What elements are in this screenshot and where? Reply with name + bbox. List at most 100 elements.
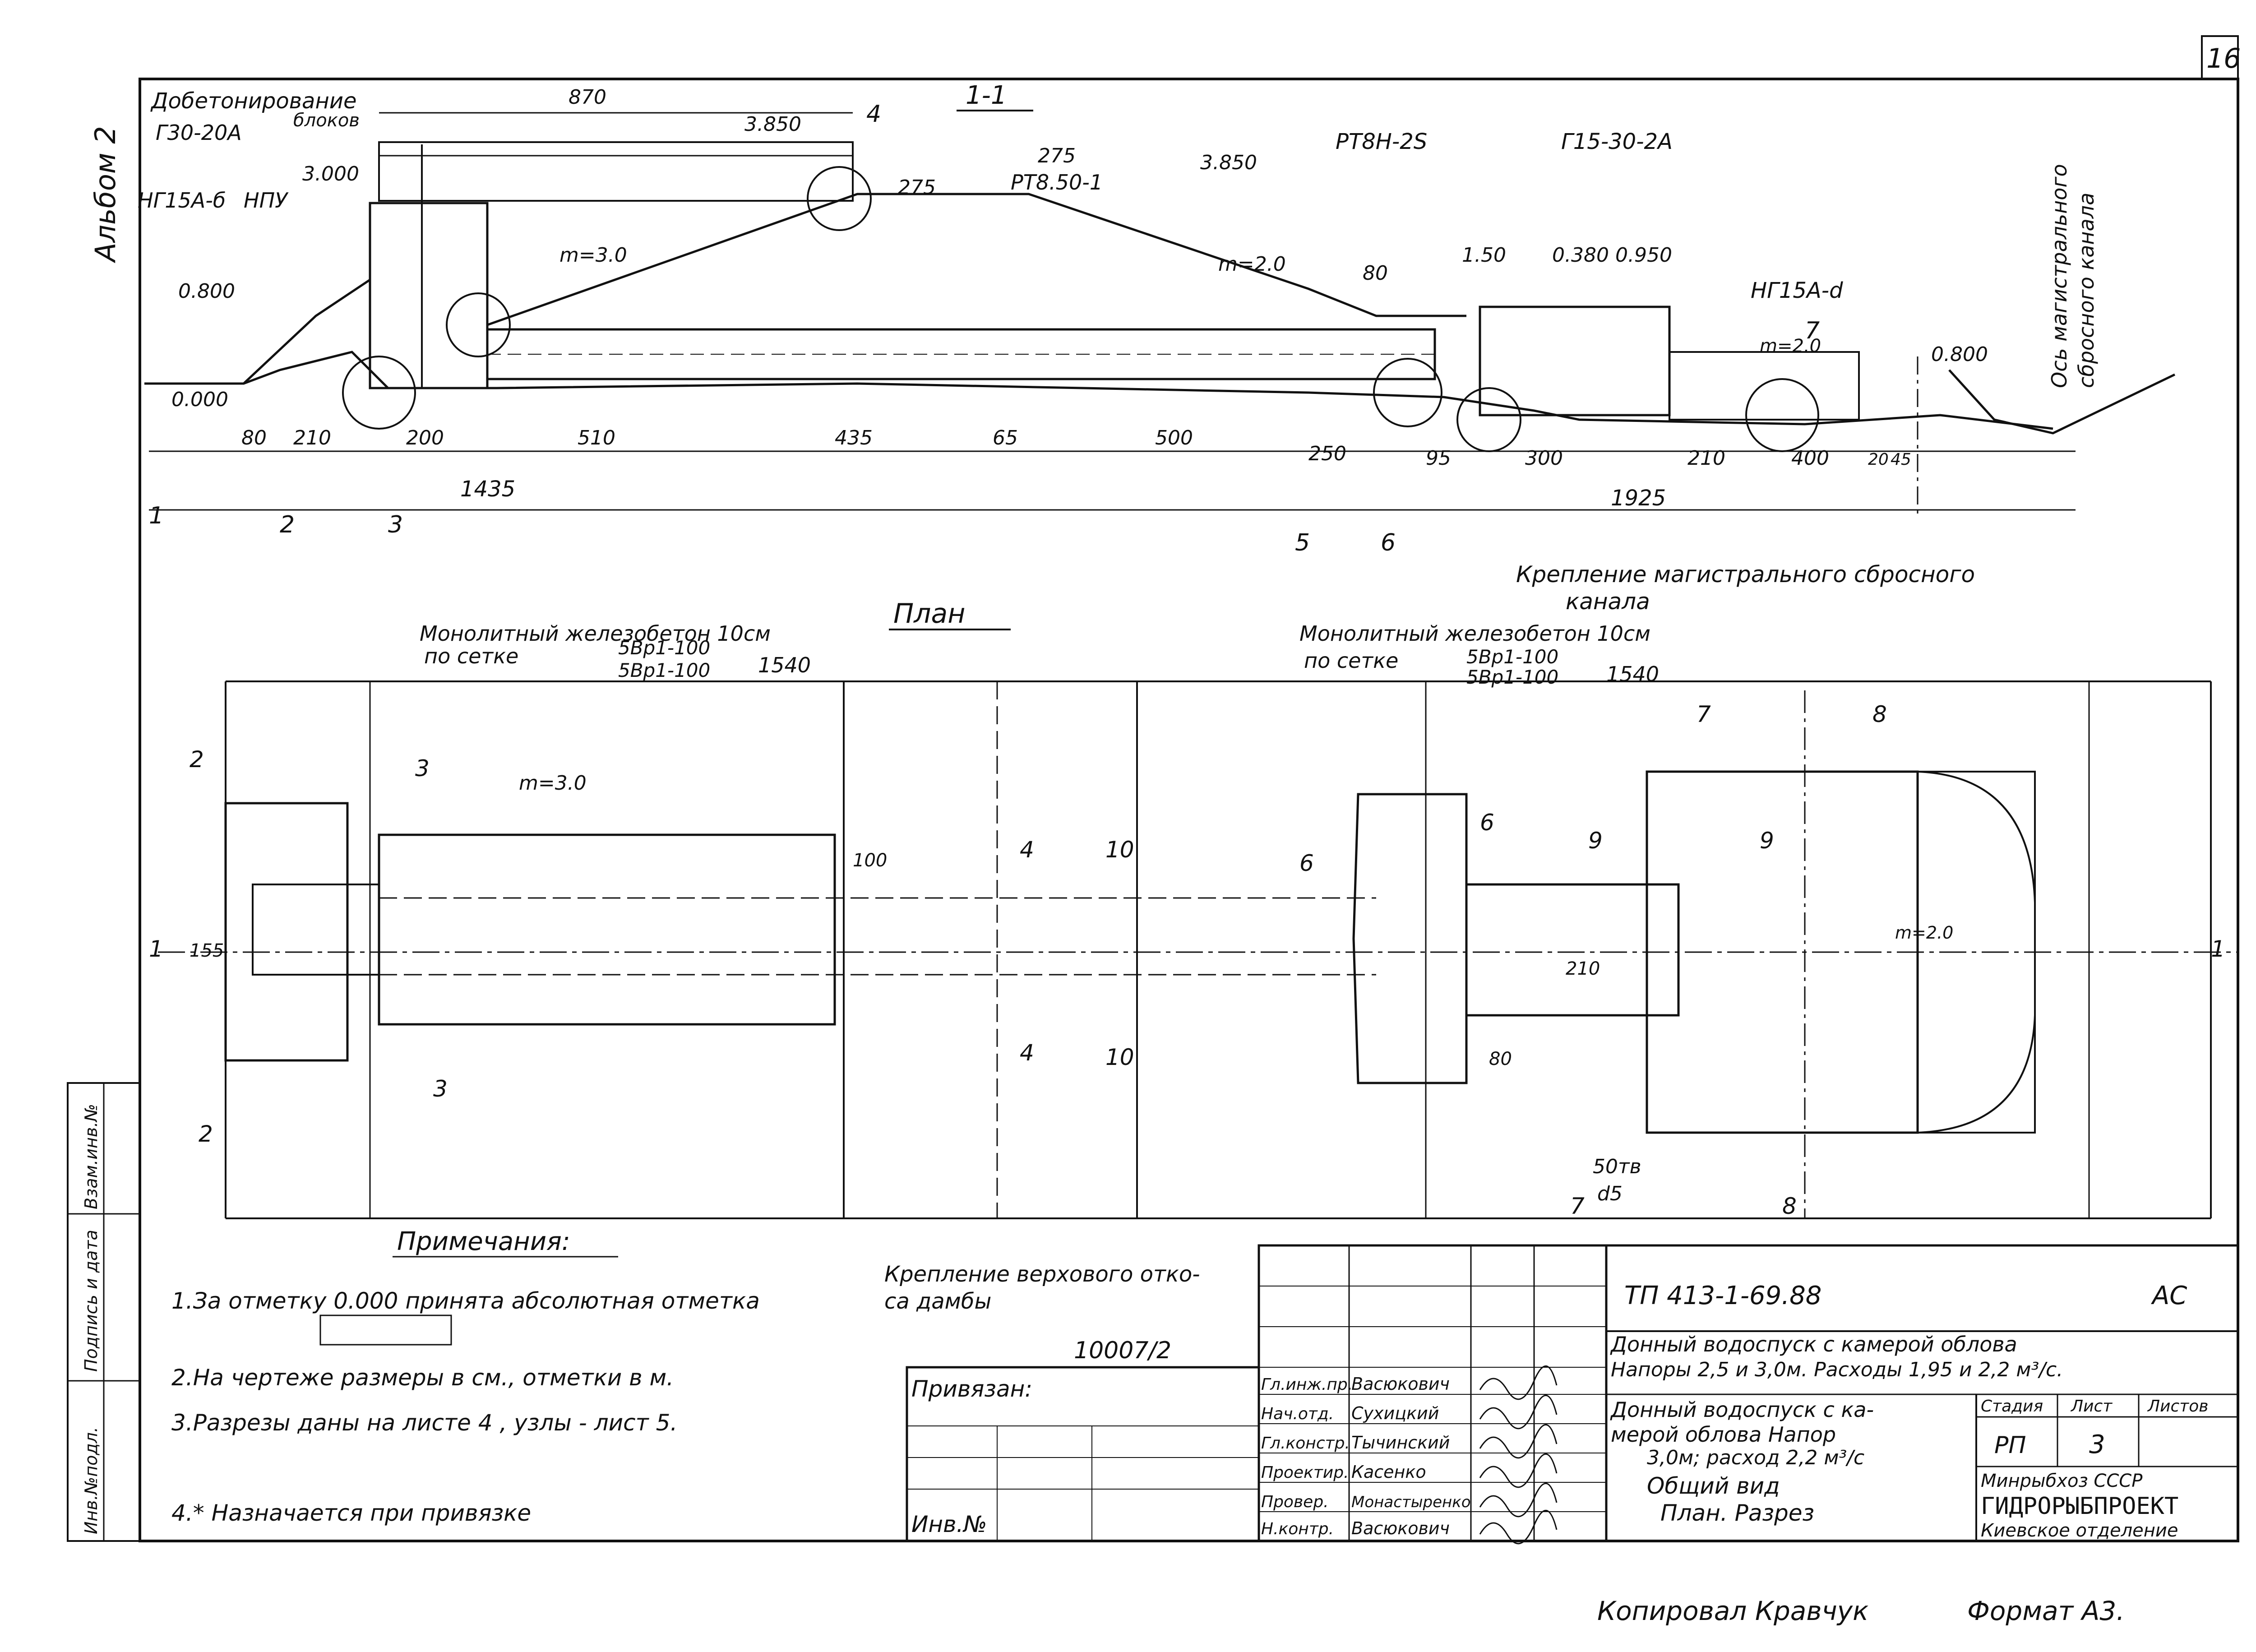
elevation: 3.850: [744, 113, 801, 136]
elevation: 3.000: [302, 162, 359, 185]
plan-note-right-2: по сетке: [1304, 648, 1398, 673]
plan-dim: 210: [1566, 958, 1600, 979]
section-mark: 4: [1020, 837, 1034, 863]
signatures: [1479, 1365, 1558, 1545]
plan-mesh-length: 1540: [758, 653, 811, 677]
dim-label: 200: [406, 426, 444, 449]
plan-mesh: 5Вр1-100: [1466, 666, 1558, 688]
elevation: 0.000: [171, 388, 228, 411]
label-axis-canal-1: Ось магистрального: [2047, 164, 2071, 388]
tb-doc-number: 10007/2: [1074, 1337, 1171, 1364]
tb-name: Васюкович: [1351, 1518, 1450, 1538]
section-mark: 7: [1697, 701, 1711, 727]
elevation: 1.50: [1462, 244, 1506, 267]
tb-name: Касенко: [1351, 1462, 1426, 1482]
tb-name: Васюкович: [1351, 1374, 1450, 1394]
section-mark: 10: [1105, 837, 1134, 863]
callout-number: 6: [1381, 529, 1396, 556]
section-mark: 10: [1105, 1044, 1134, 1070]
tb-org-2: ГИДРОРЫБПРОЕКТ: [1981, 1493, 2178, 1520]
elevation: 3.850: [1200, 151, 1257, 174]
section-mark: 6: [1299, 850, 1314, 876]
notes-title: Примечания:: [397, 1227, 570, 1256]
section-mark: 4: [1020, 1040, 1034, 1066]
dim-total: 1435: [460, 477, 515, 502]
elevation: 0.380: [1552, 244, 1609, 267]
label-pt850: РТ8.50-1: [1011, 170, 1103, 194]
service-bridge: [378, 141, 854, 202]
section-mark: 9: [1760, 828, 1774, 854]
plan-title: План: [893, 598, 965, 629]
tb-name: Тычинский: [1351, 1433, 1450, 1453]
tb-mark: АС: [2151, 1281, 2187, 1310]
plan-dim: 50тв: [1593, 1155, 1641, 1178]
page-number: 16: [2206, 43, 2241, 74]
label-nf15a: НГ15А-б: [138, 188, 226, 213]
label-ng15ad: НГ15А-d: [1751, 278, 1843, 303]
album-label: Альбом 2: [89, 126, 122, 264]
inlet-tower: [369, 202, 489, 389]
tb-role: Гл.констр.: [1261, 1434, 1350, 1453]
tb-role: Нач.отд.: [1261, 1405, 1334, 1423]
tb-privyazan: Привязан:: [911, 1376, 1032, 1402]
tb-view-2: План. Разрез: [1660, 1500, 1814, 1526]
tb-role: Проектир.: [1261, 1463, 1349, 1482]
title-block: [906, 1244, 2239, 1542]
slope-label: m=3.0: [559, 244, 627, 267]
page-number-box: [2201, 35, 2239, 80]
copied-by: Копировал Кравчук: [1597, 1596, 1868, 1626]
tb-role: Гл.инж.пр.: [1261, 1375, 1353, 1394]
tb-sheet-title-2: мерой облова Напор: [1611, 1422, 1836, 1447]
sheet-frame: [139, 78, 2239, 1542]
stamp-replace: Взам.инв.№: [81, 1104, 101, 1209]
dim-label: 80: [1363, 262, 1388, 285]
elevation-blank: [319, 1314, 452, 1346]
section-title: 1-1: [966, 81, 1007, 110]
plan-dim: 80: [1489, 1049, 1512, 1069]
tb-stage-header: Стадия: [1981, 1397, 2043, 1416]
plan-mesh: 5Вр1-100: [618, 637, 710, 659]
dim-label: 435: [835, 426, 873, 449]
upstream-note-2: са дамбы: [884, 1289, 991, 1314]
plan-view: План: [158, 598, 2238, 1219]
plan-inlet: [224, 802, 349, 1062]
dim-label: 80: [241, 426, 267, 449]
callout-number: 7: [1805, 317, 1820, 344]
label-npu: НПУ: [244, 188, 289, 213]
fish-chamber: [1479, 305, 1671, 416]
note-item: 4.* Назначается при привязке: [171, 1500, 531, 1526]
label-blokov: блоков: [293, 110, 360, 131]
tb-sheet-header: Лист: [2070, 1397, 2113, 1416]
tb-name: Сухицкий: [1351, 1403, 1439, 1423]
section-mark: 9: [1588, 828, 1603, 854]
callout-number: 5: [1295, 529, 1310, 556]
dim-label: 20: [1868, 450, 1889, 469]
plan-slope: m=3.0: [519, 772, 587, 795]
plan-note-left-1: Монолитный железобетон 10см: [420, 621, 771, 646]
elevation: 0.800: [1931, 343, 1988, 366]
dim-label: 870: [569, 86, 606, 109]
plan-mesh: 5Вр1-100: [1466, 646, 1558, 668]
section-mark: 2: [199, 1121, 213, 1147]
dim-label: 275: [898, 176, 936, 199]
tb-code: ТП 413-1-69.88: [1624, 1281, 1821, 1310]
dim-label: 400: [1791, 447, 1829, 470]
callout-number: 4: [866, 101, 881, 128]
dim-total: 1925: [1611, 486, 1666, 511]
tb-role: Н.контр.: [1261, 1520, 1334, 1538]
upstream-note-1: Крепление верхового отко-: [884, 1262, 1200, 1287]
plan-apron: [378, 833, 836, 1026]
note-item: 2.На чертеже размеры в см., отметки в м.: [171, 1365, 674, 1391]
dim-label: 500: [1155, 426, 1193, 449]
elevation: 0.950: [1615, 244, 1672, 267]
dim-label: 250: [1308, 442, 1346, 465]
elevation: 0.800: [178, 280, 235, 303]
plan-mesh: 5Вр1-100: [618, 659, 710, 681]
tb-sheet-title-1: Донный водоспуск с ка-: [1610, 1397, 1874, 1422]
label-dobetonirovanie: Добетонирование: [150, 88, 357, 114]
canal-note-1: Крепление магистрального сбросного: [1516, 561, 1975, 588]
tb-view-1: Общий вид: [1647, 1473, 1780, 1499]
canal-note-2: канала: [1566, 588, 1650, 615]
stamp-inv: Инв.№подл.: [81, 1427, 101, 1534]
